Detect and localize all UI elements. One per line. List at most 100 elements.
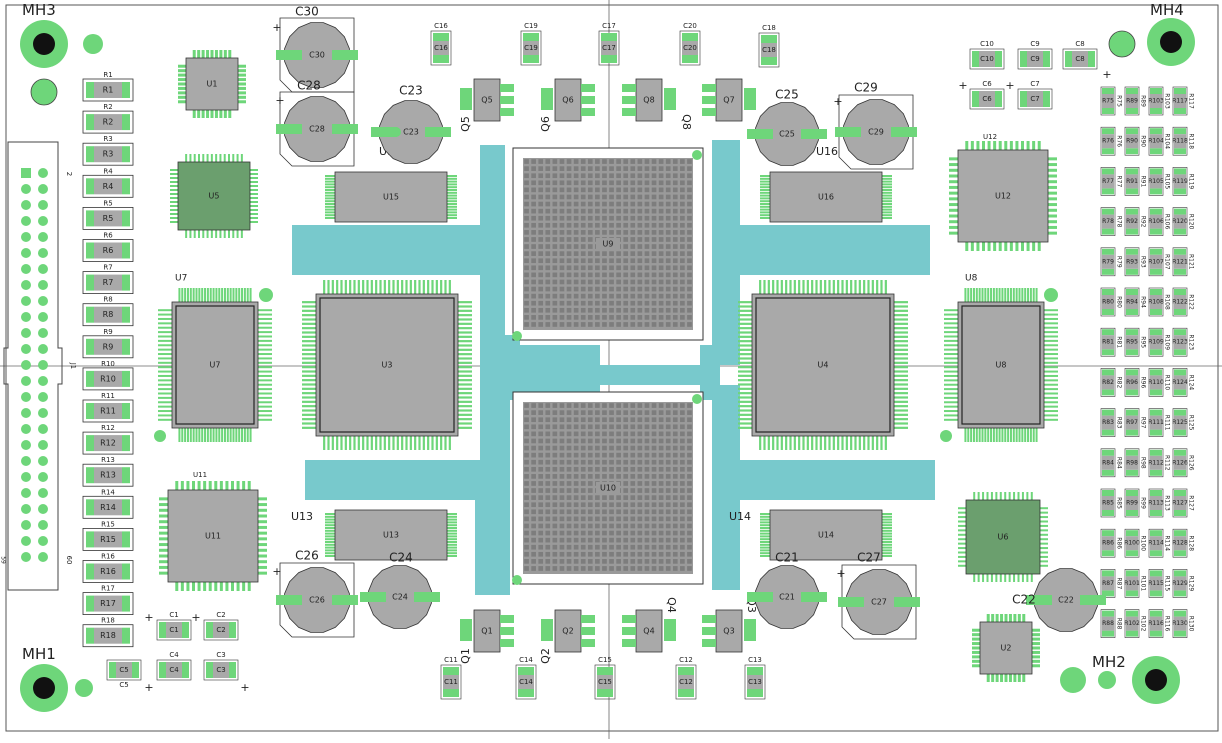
resistor-outline xyxy=(1124,528,1140,558)
pin xyxy=(243,288,246,302)
resistor-pad xyxy=(1102,349,1114,356)
bga-ball xyxy=(595,509,600,515)
bga-ball xyxy=(566,315,572,320)
pin xyxy=(1044,331,1058,334)
resistor-body xyxy=(1102,295,1114,309)
pin xyxy=(250,201,258,203)
bga-ball xyxy=(672,251,678,256)
pin xyxy=(189,154,192,162)
bga-ball xyxy=(616,537,621,543)
pin xyxy=(447,217,457,219)
bga-ball xyxy=(672,230,678,235)
fiducial-pad xyxy=(30,78,58,106)
resistor-outline xyxy=(1100,167,1116,196)
resistor-label: R105 xyxy=(1148,178,1164,185)
cap-pad xyxy=(229,622,236,638)
bga-ball xyxy=(524,237,529,242)
pin xyxy=(1037,141,1041,150)
chip-u15: U15U15 xyxy=(325,145,457,223)
bga-ball xyxy=(616,466,621,472)
bga-ball xyxy=(545,559,551,564)
pin xyxy=(944,357,958,360)
resistor-pad xyxy=(1126,510,1138,516)
bga-ball xyxy=(573,495,579,500)
pin xyxy=(1044,414,1058,417)
pin xyxy=(1032,659,1040,663)
pin xyxy=(236,481,240,490)
bga-ball xyxy=(644,300,650,306)
pin xyxy=(837,280,840,294)
pin xyxy=(738,418,752,421)
bga-ball xyxy=(602,265,607,271)
pin xyxy=(990,574,993,582)
resistor-label: R130 xyxy=(1172,620,1188,627)
pin xyxy=(1044,366,1058,369)
resistor-label: R114 xyxy=(1148,540,1164,547)
pin xyxy=(159,571,168,575)
bga-ball xyxy=(580,215,586,221)
board-outline xyxy=(5,4,1219,732)
bga-ball xyxy=(651,530,657,536)
resistor-pad xyxy=(1126,309,1138,315)
cap-outline xyxy=(156,659,192,681)
chip-u2: U2 xyxy=(972,614,1040,682)
pin xyxy=(158,405,172,408)
pin xyxy=(170,177,178,179)
bga-ball xyxy=(559,279,565,285)
resistor-label: R119 xyxy=(1172,178,1188,185)
pin xyxy=(181,288,184,302)
bga-ball xyxy=(637,459,643,465)
pin xyxy=(238,86,246,90)
bga-ball xyxy=(609,530,614,536)
pin xyxy=(882,214,892,217)
pin xyxy=(325,527,335,529)
resistor-pad xyxy=(1102,469,1114,476)
bga-ball xyxy=(524,417,529,423)
chip-body xyxy=(979,621,1033,675)
chip-body xyxy=(185,57,239,111)
resistor-silk-label: R10 xyxy=(101,360,115,368)
bga-ball xyxy=(658,523,664,529)
bga-ball xyxy=(573,410,579,415)
bga-ball xyxy=(630,307,636,313)
bga-ball xyxy=(602,166,607,171)
resistor-label: R8 xyxy=(103,310,114,319)
cap-pad xyxy=(109,662,116,678)
transistor-tab xyxy=(460,88,472,110)
bga-ball xyxy=(687,417,692,423)
pin xyxy=(405,280,408,294)
cap-pad xyxy=(182,662,189,678)
resistor-body xyxy=(1126,94,1138,108)
bga-ball xyxy=(573,201,579,207)
bga-ball xyxy=(538,452,544,458)
pin xyxy=(876,280,879,294)
pin xyxy=(949,214,958,218)
bga-ball xyxy=(644,244,650,249)
pin xyxy=(431,436,434,450)
resistor-silk-label: R8 xyxy=(103,296,112,304)
bga-ball xyxy=(573,403,579,408)
bga-ball xyxy=(559,173,565,179)
bga-ball xyxy=(552,180,558,186)
pin xyxy=(250,169,258,171)
pin xyxy=(178,100,186,104)
bga-ball xyxy=(587,159,593,164)
pin xyxy=(1044,353,1058,356)
bga-ball xyxy=(630,488,636,493)
pin xyxy=(246,288,249,302)
pin xyxy=(1040,520,1048,523)
pin xyxy=(1044,374,1058,377)
bga-ball xyxy=(595,474,600,479)
resistor-pad xyxy=(122,595,130,612)
pin xyxy=(236,230,239,238)
bga-ball xyxy=(538,315,544,320)
